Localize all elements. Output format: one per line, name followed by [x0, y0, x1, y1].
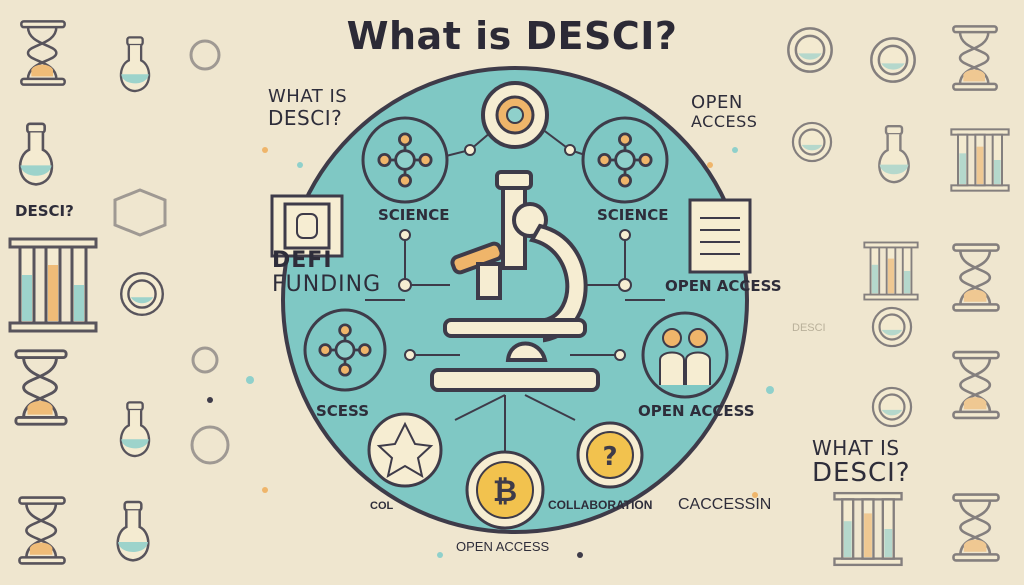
- hourglass-icon: [14, 349, 68, 426]
- defi-label: DEFI: [272, 248, 333, 273]
- col-fragment-label: COL: [370, 500, 394, 512]
- document-icon: [688, 198, 752, 274]
- open-access-label-lower: OPEN ACCESS: [638, 402, 755, 420]
- scess-label: SCESS: [316, 402, 369, 420]
- desci-label-bottom-right: DESCI?: [812, 458, 911, 488]
- document-icon: [270, 194, 344, 258]
- funding-label: FUNDING: [272, 272, 382, 297]
- test-tube-rack-icon: [8, 237, 98, 333]
- test-tube-rack-icon: [950, 128, 1010, 192]
- what-is-label-bottom-right: WHAT IS: [812, 436, 900, 460]
- dna-icon: [871, 306, 913, 348]
- hourglass-icon: [952, 243, 1000, 312]
- crystal-icon: [481, 81, 549, 149]
- caccessin-label: CACCESSIN: [678, 496, 772, 513]
- confetti-dots: [207, 147, 774, 558]
- flask-icon: [119, 401, 151, 458]
- molecule-icon: [361, 116, 449, 204]
- desci-question-label: DESCI?: [268, 106, 343, 130]
- molecule-icon: [303, 308, 387, 392]
- dna-icon: [871, 386, 913, 428]
- crystal-icon: [119, 272, 165, 316]
- flask-icon: [116, 500, 150, 562]
- crystal-icon: [367, 412, 443, 488]
- access-label: ACCESS: [691, 112, 758, 131]
- test-tube-rack-icon: [832, 491, 904, 567]
- people-icon: [641, 311, 729, 399]
- hourglass-icon: [17, 495, 67, 566]
- desci-side-label: DESCI?: [15, 202, 74, 220]
- question-coin-icon: ?: [576, 421, 644, 489]
- collaboration-label: COLLABORATION: [548, 498, 653, 512]
- left-faded-icons: [113, 39, 230, 465]
- page-title: What is DESCI?: [346, 14, 678, 58]
- molecule-icon: [581, 116, 669, 204]
- open-access-label-right: OPEN ACCESS: [665, 277, 782, 295]
- open-label: OPEN: [691, 92, 743, 113]
- left-decor-column: [8, 20, 165, 566]
- flask-icon: [878, 124, 910, 184]
- test-tube-rack-icon: [863, 241, 919, 301]
- hourglass-icon: [951, 350, 1001, 420]
- microscope-icon: [430, 170, 600, 392]
- dna-icon: [791, 121, 833, 163]
- what-is-label: WHAT IS: [268, 86, 348, 107]
- bitcoin-coin-icon: ₿: [465, 450, 545, 530]
- hourglass-icon: [951, 492, 1001, 563]
- connector-nodes: [398, 144, 632, 361]
- flask-icon: [18, 122, 54, 186]
- open-access-label-bottom: OPEN ACCESS: [456, 539, 550, 554]
- svg-text:₿: ₿: [493, 474, 517, 509]
- desci-faded-label: DESCI: [792, 322, 826, 334]
- svg-text:?: ?: [602, 442, 617, 472]
- science-label-left: SCIENCE: [378, 206, 450, 224]
- science-label-right: SCIENCE: [597, 206, 669, 224]
